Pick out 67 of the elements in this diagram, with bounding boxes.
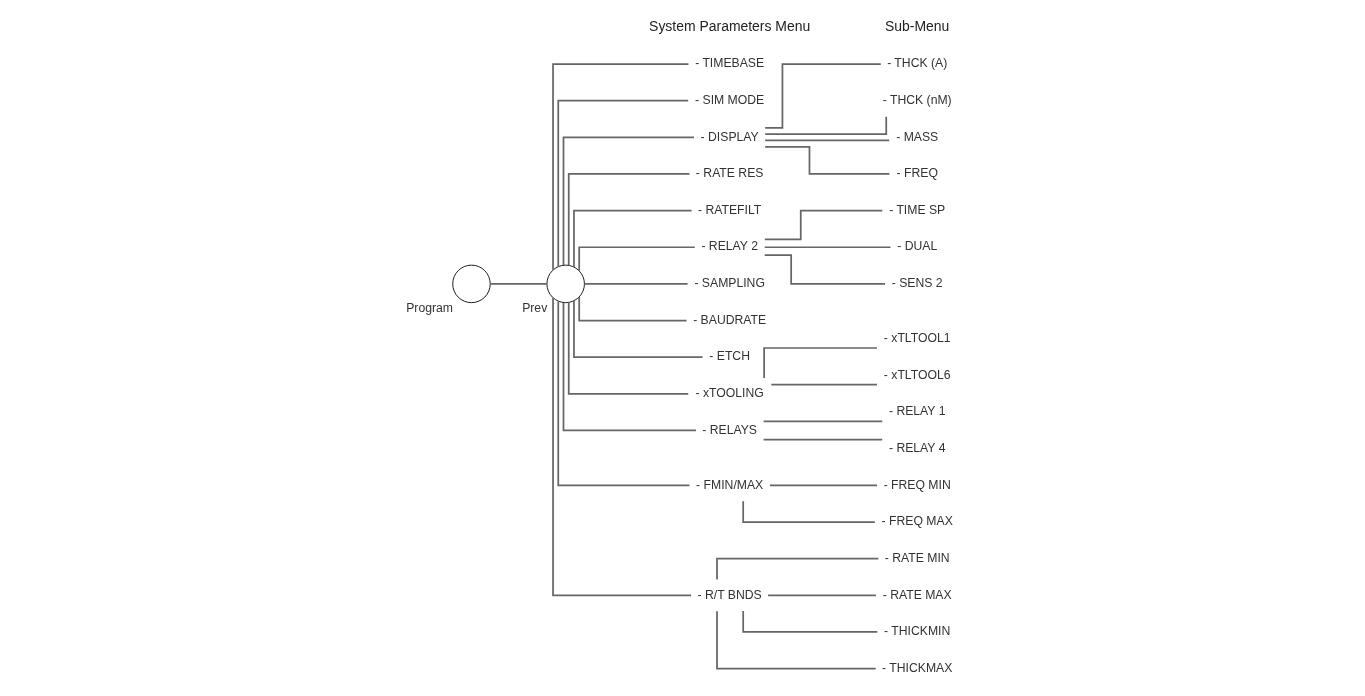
node-text: - FMIN/MAX bbox=[695, 477, 763, 492]
connector bbox=[763, 139, 890, 142]
connector bbox=[763, 209, 883, 241]
node-text: - SENS 2 bbox=[891, 276, 943, 291]
node-text: - ETCH bbox=[708, 349, 750, 364]
connector bbox=[763, 246, 891, 249]
label: Sub-Menu bbox=[884, 17, 949, 34]
connector bbox=[551, 297, 692, 597]
node-text: - RATE MIN bbox=[884, 550, 950, 565]
connector bbox=[551, 63, 689, 271]
connector bbox=[763, 63, 882, 129]
node-text: - BAUDRATE bbox=[692, 312, 766, 327]
node-text: - THICKMIN bbox=[883, 624, 950, 639]
connector bbox=[577, 296, 687, 322]
connector bbox=[562, 301, 697, 432]
connector bbox=[567, 301, 689, 395]
node-text: - THCK (nM) bbox=[882, 92, 952, 107]
connector bbox=[763, 145, 890, 175]
connector bbox=[763, 115, 887, 136]
node-text: - MASS bbox=[895, 129, 938, 144]
connector bbox=[741, 610, 878, 633]
connector bbox=[567, 173, 690, 267]
node-text: - DISPLAY bbox=[700, 129, 759, 144]
node-text: - TIME SP bbox=[888, 202, 945, 217]
node-text: - xTLTOOL1 bbox=[883, 331, 951, 346]
node-text: - RATE RES bbox=[695, 166, 763, 181]
connector bbox=[769, 383, 878, 386]
node-text: - RELAY 4 bbox=[888, 440, 945, 455]
connector bbox=[556, 99, 689, 268]
node-label: Program bbox=[405, 301, 453, 316]
node-text: - xTLTOOL6 bbox=[883, 367, 951, 382]
node-text: - RATE MAX bbox=[882, 587, 952, 602]
node-text: - RELAYS bbox=[701, 422, 757, 437]
connector bbox=[488, 283, 548, 285]
connector bbox=[741, 500, 876, 523]
node-text: - RATEFILT bbox=[697, 202, 761, 217]
node-text: - FREQ MAX bbox=[881, 514, 953, 529]
node-text: - xTOOLING bbox=[695, 386, 764, 401]
node-text: - SIM MODE bbox=[694, 92, 764, 107]
connector bbox=[762, 438, 883, 441]
connector bbox=[556, 300, 690, 487]
label: System Parameters Menu bbox=[648, 17, 810, 34]
connector bbox=[562, 136, 695, 266]
node-text: - THICKMAX bbox=[881, 660, 952, 675]
connector bbox=[583, 283, 688, 285]
connector bbox=[762, 420, 883, 423]
connector bbox=[715, 557, 879, 581]
connector bbox=[572, 209, 692, 268]
node-text: - DUAL bbox=[896, 239, 937, 254]
node-text: - SAMPLING bbox=[693, 276, 765, 291]
connector bbox=[766, 594, 877, 597]
connector bbox=[572, 300, 703, 359]
connector bbox=[768, 484, 878, 487]
node-circle bbox=[546, 264, 585, 304]
node-text: - THCK (A) bbox=[886, 56, 947, 71]
node-text: - TIMEBASE bbox=[694, 56, 764, 71]
connector bbox=[577, 246, 696, 272]
node-circle bbox=[451, 264, 491, 304]
node-label: Prev bbox=[521, 301, 547, 316]
connector bbox=[762, 347, 878, 379]
node-text: - FREQ bbox=[896, 166, 938, 181]
connector bbox=[763, 254, 886, 285]
node-text: - FREQ MIN bbox=[883, 477, 951, 492]
connector bbox=[715, 610, 877, 670]
node-text: - RELAY 2 bbox=[700, 239, 758, 254]
node-text: - RELAY 1 bbox=[888, 404, 945, 419]
node-text: - R/T BNDS bbox=[697, 587, 762, 602]
